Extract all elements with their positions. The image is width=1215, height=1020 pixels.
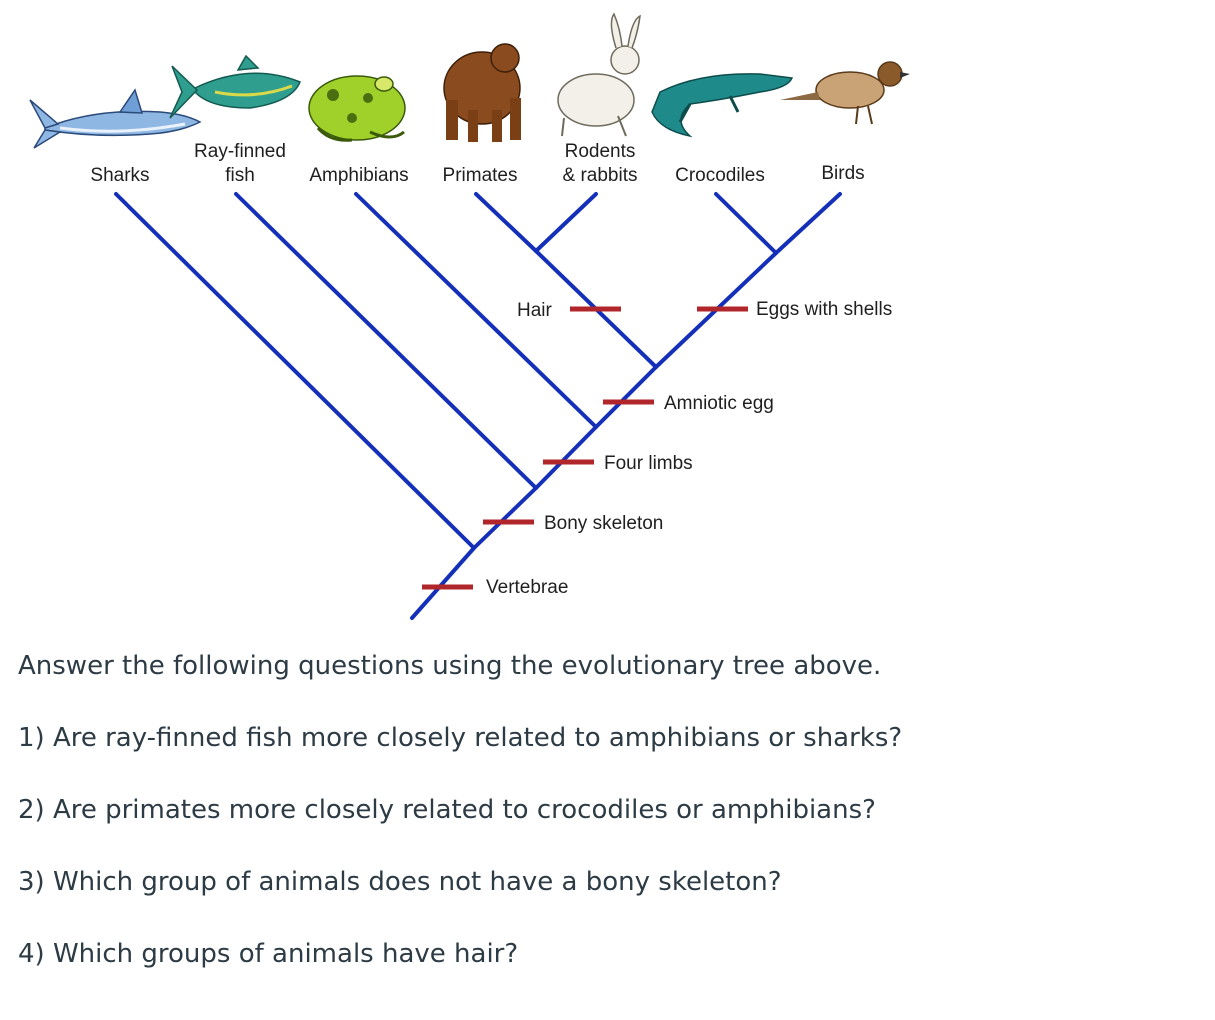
primate-illustration <box>443 43 521 142</box>
taxon-label-amphibians: Amphibians <box>309 165 408 186</box>
instructions-text: Answer the following questions using the… <box>18 651 882 681</box>
branch-rodents-rabbits <box>534 192 598 253</box>
question-3: 3) Which group of animals does not have … <box>18 867 782 897</box>
trait-label-eggs-with-shells: Eggs with shells <box>756 299 892 320</box>
question-1: 1) Are ray-finned fish more closely rela… <box>18 723 903 753</box>
taxon-label-sharks: Sharks <box>90 165 149 186</box>
trait-label-amniotic-egg: Amniotic egg <box>664 393 774 414</box>
question-section: Answer the following questions using the… <box>18 648 1198 1008</box>
branch-amphibians <box>354 192 598 429</box>
branch-sharks <box>114 192 476 550</box>
taxon-label-ray-finned-line1: Ray-finned <box>194 141 286 162</box>
rabbit-illustration <box>557 12 641 137</box>
branch-amniotes <box>594 365 658 429</box>
bird-illustration <box>780 61 910 125</box>
evolutionary-tree: Sharks Ray-finned fish Amphibians Primat… <box>29 12 910 620</box>
taxon-label-primates: Primates <box>443 165 518 186</box>
taxon-label-ray-finned-line2: fish <box>225 165 255 186</box>
frog-illustration <box>308 75 406 142</box>
branch-tetrapods <box>534 425 598 490</box>
trait-label-hair: Hair <box>517 300 553 321</box>
question-2: 2) Are primates more closely related to … <box>18 795 876 825</box>
branch-osteichthyes <box>472 486 538 550</box>
taxon-label-birds: Birds <box>821 163 864 184</box>
branch-ray-finned-fish <box>234 192 538 490</box>
trait-label-four-limbs: Four limbs <box>604 453 693 474</box>
shark-illustration <box>29 88 202 149</box>
branch-primates <box>474 192 538 253</box>
trait-label-bony-skeleton: Bony skeleton <box>544 513 663 534</box>
taxon-label-rodents-line1: Rodents <box>565 141 636 162</box>
question-4: 4) Which groups of animals have hair? <box>18 939 519 969</box>
branch-crocodiles <box>714 192 778 255</box>
taxon-label-rodents-line2: & rabbits <box>563 165 638 186</box>
taxon-label-crocodiles: Crocodiles <box>675 165 765 186</box>
root-trunk <box>410 546 476 620</box>
trait-label-vertebrae: Vertebrae <box>486 577 568 598</box>
branch-birds <box>774 192 842 255</box>
fish-illustration <box>169 54 301 119</box>
crocodile-illustration <box>651 73 794 138</box>
